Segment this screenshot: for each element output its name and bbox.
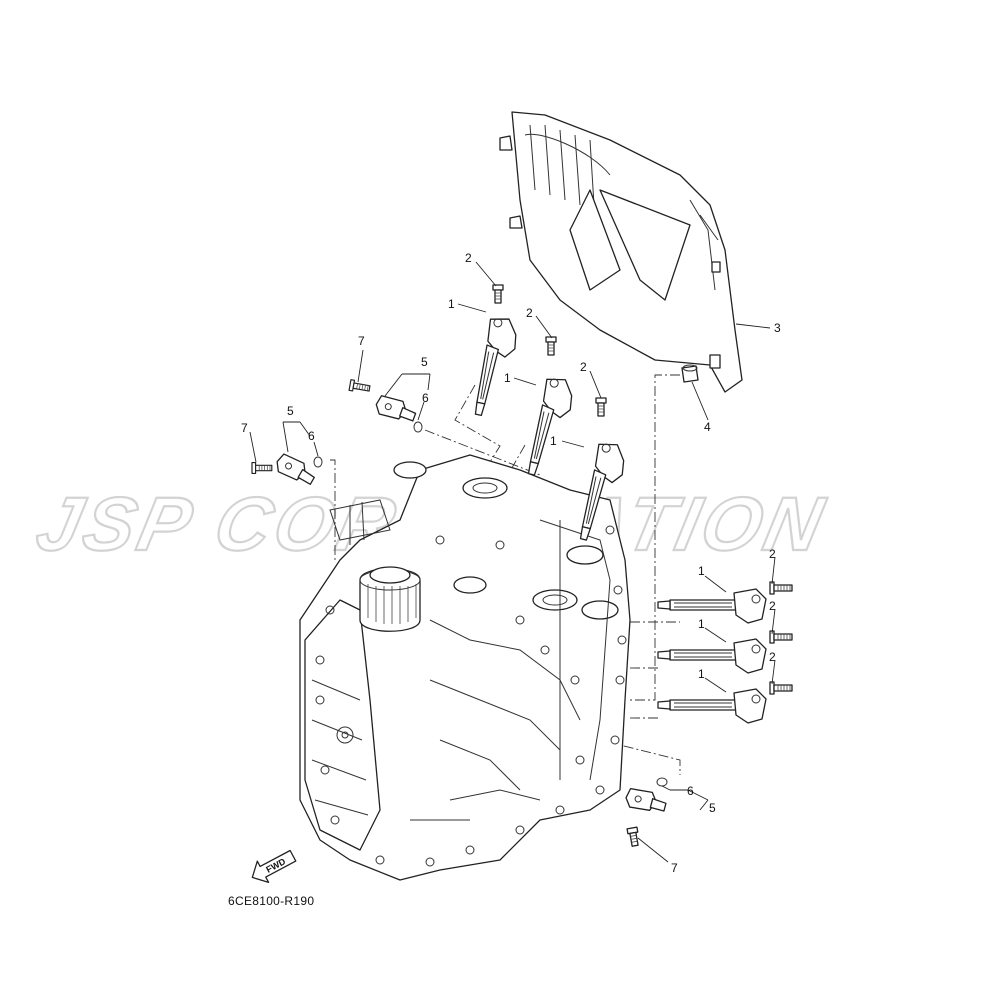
bolt-upper-3 [595, 397, 607, 417]
callout-label: 5 [709, 801, 716, 815]
ignition-coil-side-3 [657, 688, 767, 724]
callout-label: 2 [769, 599, 776, 613]
callout-label: 2 [769, 547, 776, 561]
bolt-upper-1 [492, 284, 504, 304]
callout-label: 7 [358, 334, 365, 348]
callout-label: 2 [769, 650, 776, 664]
callout-label: 2 [580, 360, 587, 374]
callout-label: 5 [287, 404, 294, 418]
callout-label: 1 [504, 371, 511, 385]
fwd-arrow-icon: FWD [251, 849, 297, 884]
callout-label: 1 [448, 297, 455, 311]
callout-label: 1 [698, 564, 705, 578]
diagram-reference-code: 6CE8100-R190 [228, 894, 314, 908]
callout-label: 1 [698, 617, 705, 631]
ignition-coil-side-1 [657, 588, 767, 624]
bolt-side-2 [769, 630, 793, 644]
callout-label: 6 [687, 784, 694, 798]
callout-label: 1 [550, 434, 557, 448]
engine-block [299, 454, 631, 881]
bolt-side-1 [769, 581, 793, 595]
bolt-side-3 [769, 681, 793, 695]
callout-label: 6 [308, 429, 315, 443]
callout-label: 5 [421, 355, 428, 369]
ignition-coil-upper-1 [469, 314, 522, 421]
callout-label: 2 [465, 251, 472, 265]
callout-label: 3 [774, 321, 781, 335]
sensor-lower [623, 777, 669, 848]
sensor-left [251, 450, 323, 490]
callout-leaders [249, 261, 776, 863]
ignition-coil-side-2 [657, 638, 767, 674]
callout-label: 6 [422, 391, 429, 405]
callout-label: 7 [671, 861, 678, 875]
callout-label: 1 [698, 667, 705, 681]
grommet [681, 364, 699, 383]
cylinder-head-cover [499, 111, 743, 393]
sensor-upper [348, 379, 423, 433]
callout-label: 7 [241, 421, 248, 435]
callout-label: 2 [526, 306, 533, 320]
ignition-coil-upper-2 [523, 374, 578, 481]
callout-label: 4 [704, 420, 711, 434]
callout-numbers: 2 1 2 1 2 1 3 4 5 6 7 5 6 7 2 1 2 1 2 1 … [241, 251, 781, 875]
bolt-upper-2 [545, 336, 557, 356]
